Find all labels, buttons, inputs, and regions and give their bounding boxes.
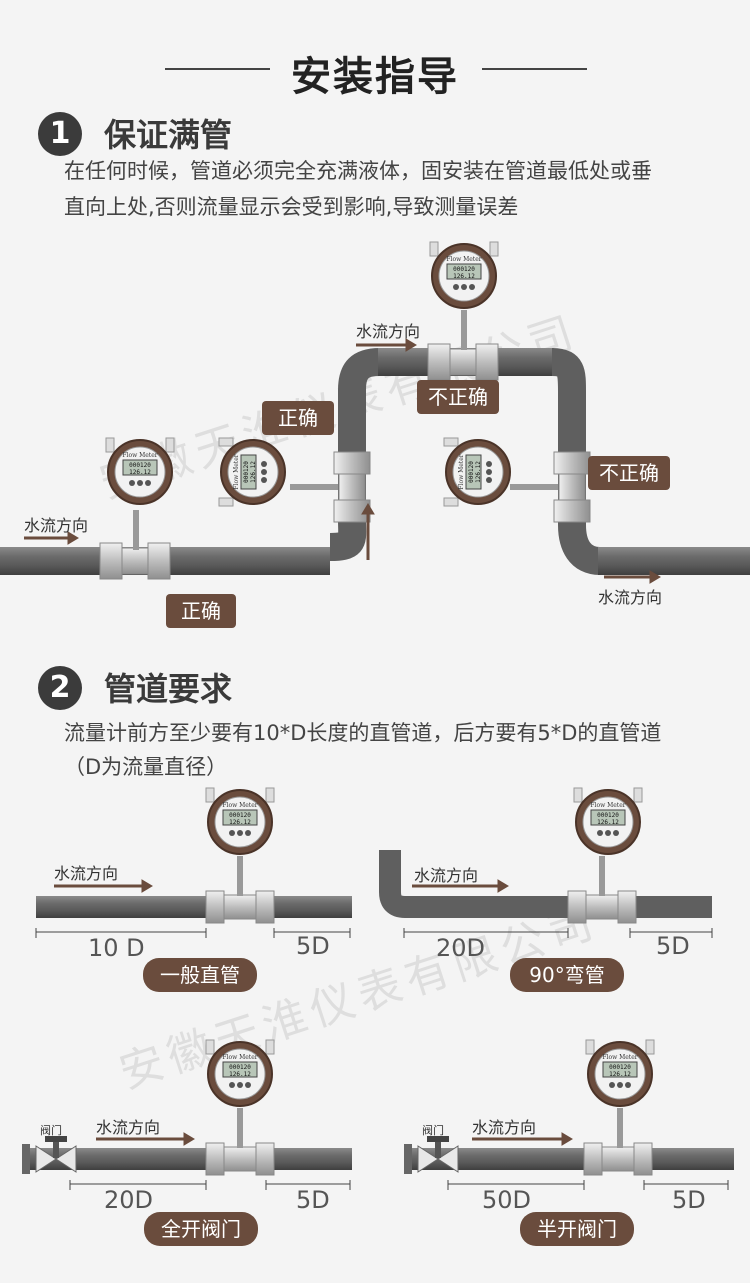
section-1-heading: 保证满管 [104,116,233,154]
section-2-desc-line2: （D为流量直径） [64,755,228,779]
d3-upstream: 20D [104,1186,154,1214]
d3-label: 全开阀门 [144,1212,258,1246]
section-2-desc-line1: 流量计前方至少要有10*D长度的直管道，后方要有5*D的直管道 [64,721,662,745]
section-1-desc-line2: 直向上处,否则流量显示会受到影响,导致测量误差 [64,195,519,219]
d2-label: 90°弯管 [510,958,624,992]
d3-downstream: 5D [296,1186,330,1214]
d3-flow-label: 水流方向 [96,1118,161,1137]
flow-arrow-right [604,570,661,584]
d1-label: 一般直管 [143,958,257,992]
d4-downstream: 5D [672,1186,706,1214]
d4-flow-label: 水流方向 [472,1118,537,1137]
section-2-heading: 管道要求 [104,670,233,708]
section-2-number: 2 [38,666,82,710]
flow-label-right: 水流方向 [598,588,663,607]
flow-arrow-up [361,503,375,560]
d3-valve-label: 阀门 [40,1124,62,1137]
d2-upstream: 20D [436,934,486,962]
d4-label: 半开阀门 [520,1212,634,1246]
flow-label-left: 水流方向 [24,516,89,535]
d2-downstream: 5D [656,932,690,960]
section-1-desc-line1: 在任何时候，管道必须完全充满液体，固安装在管道最低处或垂 [64,159,652,183]
flow-label-top: 水流方向 [356,322,421,341]
tag-correct-vertical: 正确 [262,401,334,435]
tag-correct-bottom: 正确 [166,594,236,628]
d1-upstream: 10 D [88,934,145,962]
d1-downstream: 5D [296,932,330,960]
title-rule-right [482,68,587,70]
tag-wrong-top: 不正确 [417,380,499,414]
flow-arrow-left [24,531,79,545]
d1-flow-label: 水流方向 [54,864,119,883]
section-1-number: 1 [38,112,82,156]
flow-arrow-top [356,338,417,352]
section-1-pipe-diagram [0,241,750,584]
d2-flow-label: 水流方向 [414,866,479,885]
tag-wrong-down: 不正确 [588,456,670,490]
title-rule-left [165,68,270,70]
page-title: 安装指导 [291,54,459,100]
d4-upstream: 50D [482,1186,532,1214]
d4-valve-label: 阀门 [422,1124,444,1137]
